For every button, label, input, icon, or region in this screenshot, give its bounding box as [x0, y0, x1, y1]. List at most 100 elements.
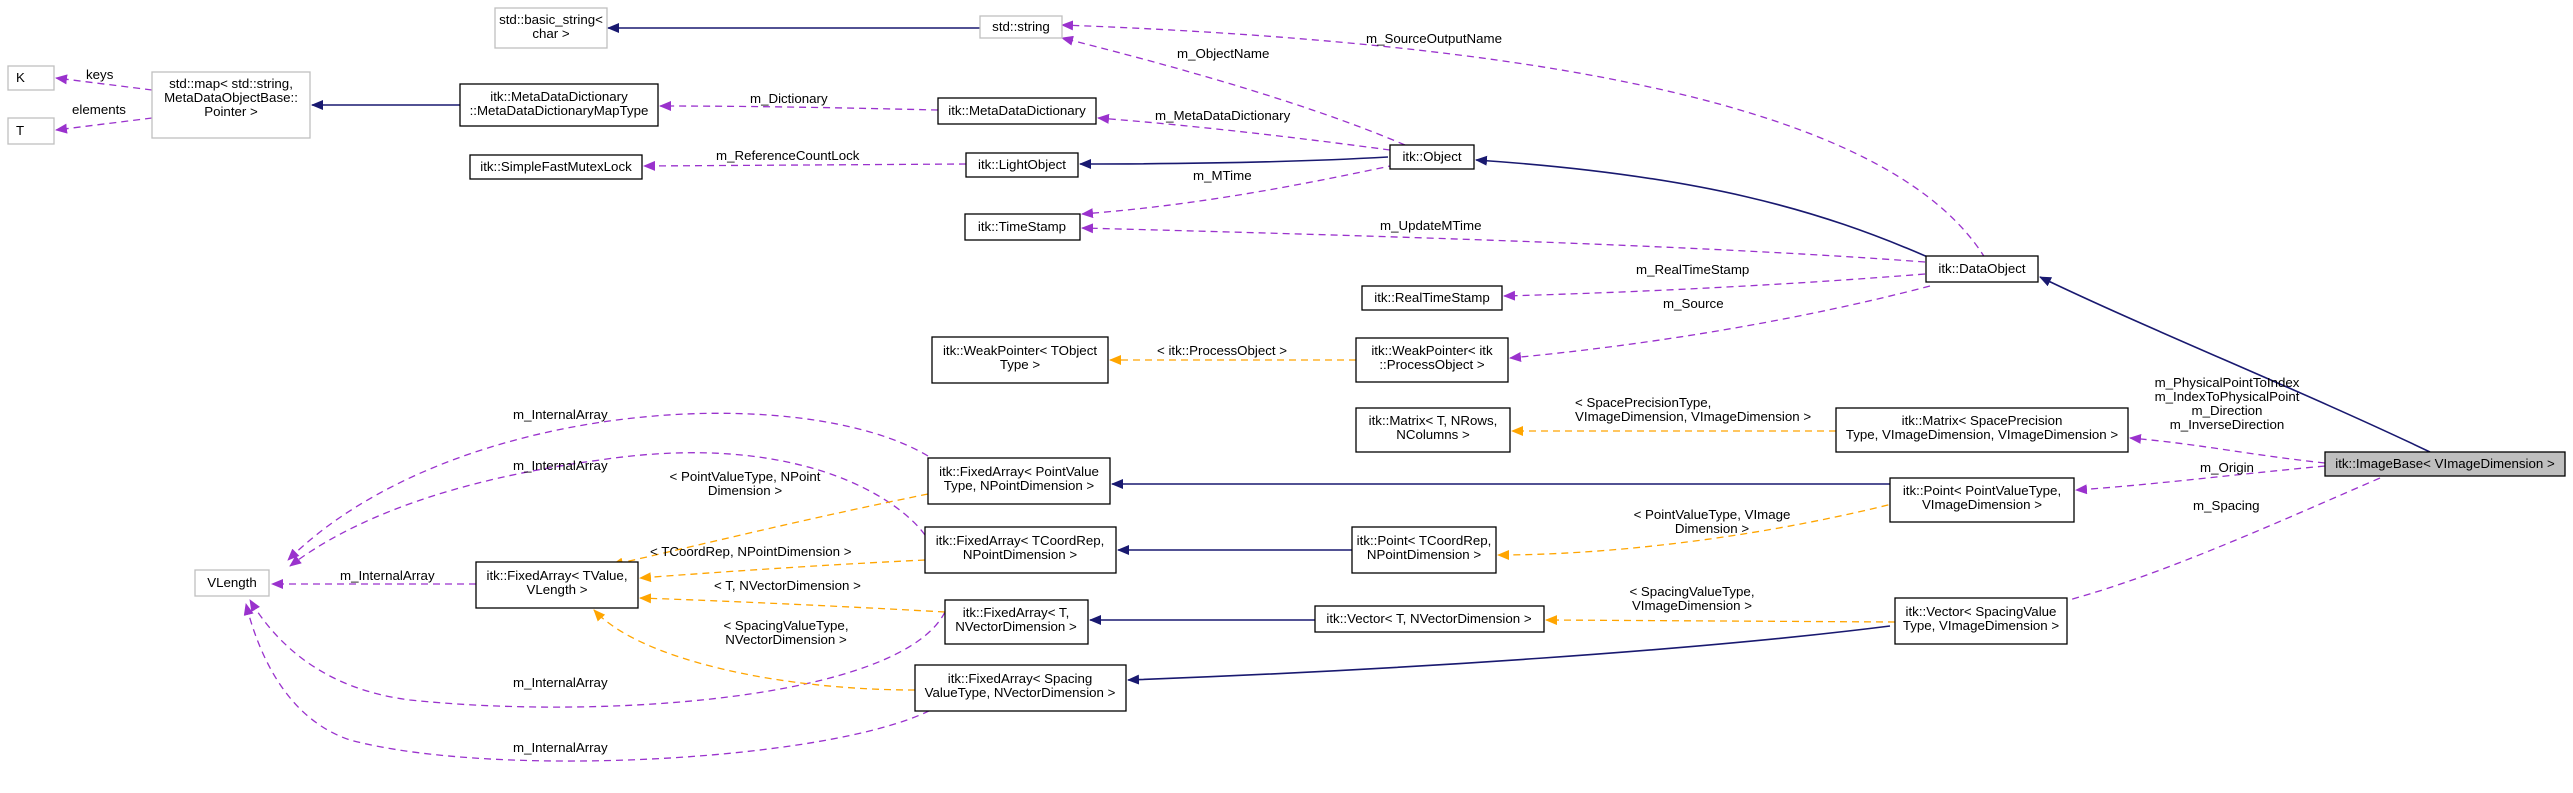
text-line: m_MTime: [1193, 168, 1252, 183]
use-fa-t-vlength: [249, 599, 946, 708]
use-imagebase-matrix: [2129, 433, 2326, 464]
label-process-object-tpl: < itk::ProcessObject >: [1157, 343, 1287, 358]
text-line: ::MetaDataDictionaryMapType: [470, 103, 649, 118]
text-line: NVectorDimension >: [725, 632, 847, 647]
text-line: std::basic_string<: [499, 12, 603, 27]
svg-text:itk::Matrix< SpacePrecisionTyp: itk::Matrix< SpacePrecisionType, VImageD…: [1846, 413, 2119, 442]
use-dataobject-realtimestamp: [1503, 273, 1926, 301]
svg-text:itk::SimpleFastMutexLock: itk::SimpleFastMutexLock: [480, 159, 632, 174]
text-line: itk::FixedArray< TCoordRep,: [936, 533, 1105, 548]
node-std-string[interactable]: std::string: [979, 15, 1063, 39]
text-line: itk::MetaDataDictionary: [948, 103, 1086, 118]
node-t[interactable]: T: [7, 117, 55, 145]
text-line: Dimension >: [1675, 521, 1750, 536]
text-line: < SpacingValueType,: [1629, 584, 1754, 599]
svg-text:itk::Vector< T, NVectorDimensi: itk::Vector< T, NVectorDimension >: [1326, 611, 1531, 626]
text-line: itk::Matrix< SpacePrecision: [1902, 413, 2063, 428]
tpl-vector: [1545, 615, 1896, 626]
text-line: itk::LightObject: [978, 157, 1066, 172]
label-internal-array-5: m_InternalArray: [513, 740, 608, 755]
text-line: < PointValueType, VImage: [1634, 507, 1791, 522]
node-vlength[interactable]: VLength: [194, 569, 270, 597]
svg-text:itk::Point< PointValueType,VIm: itk::Point< PointValueType,VImageDimensi…: [1903, 483, 2061, 512]
node-fixedarray-t[interactable]: itk::FixedArray< T,NVectorDimension >: [944, 599, 1089, 645]
node-timestamp[interactable]: itk::TimeStamp: [964, 213, 1081, 241]
svg-text:itk::FixedArray< PointValueTyp: itk::FixedArray< PointValueType, NPointD…: [939, 464, 1099, 493]
text-line: m_IndexToPhysicalPoint: [2155, 389, 2300, 404]
text-line: itk::TimeStamp: [978, 219, 1066, 234]
text-line: m_Direction: [2192, 403, 2263, 418]
node-point-template[interactable]: itk::Point< TCoordRep,NPointDimension >: [1351, 526, 1497, 574]
node-std-basic-string[interactable]: std::basic_string<char >: [494, 7, 608, 49]
node-imagebase[interactable]: itk::ImageBase< VImageDimension >: [2324, 451, 2566, 477]
text-line: < itk::ProcessObject >: [1157, 343, 1287, 358]
text-line: Pointer >: [204, 104, 258, 119]
text-line: itk::Point< PointValueType,: [1903, 483, 2061, 498]
text-line: m_UpdateMTime: [1380, 218, 1481, 233]
node-vector-template[interactable]: itk::Vector< T, NVectorDimension >: [1314, 605, 1545, 633]
node-metadatadictionary-maptype[interactable]: itk::MetaDataDictionary::MetaDataDiction…: [459, 83, 659, 127]
svg-text:itk::DataObject: itk::DataObject: [1938, 261, 2026, 276]
inherit-imagebase-dataobject: [2039, 276, 2431, 453]
use-fa-pv-vlength: [287, 412, 929, 561]
label-mtime: m_MTime: [1193, 168, 1252, 183]
node-realtimestamp[interactable]: itk::RealTimeStamp: [1361, 285, 1503, 311]
text-line: m_MetaDataDictionary: [1155, 108, 1291, 123]
text-line: VImageDimension, VImageDimension >: [1575, 409, 1811, 424]
text-line: VImageDimension >: [1922, 497, 2042, 512]
text-line: Type, NPointDimension >: [944, 478, 1095, 493]
svg-text:itk::RealTimeStamp: itk::RealTimeStamp: [1374, 290, 1490, 305]
text-line: itk::MetaDataDictionary: [490, 89, 628, 104]
node-fixedarray-tvalue[interactable]: itk::FixedArray< TValue,VLength >: [475, 561, 639, 609]
label-internal-array-4: m_InternalArray: [513, 675, 608, 690]
use-imagebase-point: [2075, 465, 2326, 495]
node-object[interactable]: itk::Object: [1389, 144, 1475, 170]
svg-text:std::string: std::string: [992, 19, 1050, 34]
text-line: < SpacingValueType,: [723, 618, 848, 633]
node-k[interactable]: K: [7, 65, 55, 91]
text-line: m_Dictionary: [750, 91, 828, 106]
tpl-fa-t: [639, 593, 946, 613]
use-dataobject-string: [1061, 20, 1986, 259]
text-line: itk::Point< TCoordRep,: [1357, 533, 1492, 548]
text-line: std::string: [992, 19, 1050, 34]
text-line: MetaDataObjectBase::: [164, 90, 298, 105]
inherit-object-lightobject: [1079, 156, 1389, 169]
node-lightobject[interactable]: itk::LightObject: [965, 152, 1079, 178]
label-source-output-name: m_SourceOutputName: [1366, 31, 1502, 46]
node-point-instance[interactable]: itk::Point< PointValueType,VImageDimensi…: [1889, 477, 2075, 523]
svg-text:std::map< std::string,MetaData: std::map< std::string,MetaDataObjectBase…: [164, 76, 298, 119]
node-simplefastmutexlock[interactable]: itk::SimpleFastMutexLock: [469, 154, 643, 180]
text-line: VLength: [207, 575, 257, 590]
text-line: VLength >: [527, 582, 588, 597]
text-line: itk::FixedArray< PointValue: [939, 464, 1099, 479]
text-line: m_PhysicalPointToIndex: [2155, 375, 2300, 390]
node-std-map[interactable]: std::map< std::string,MetaDataObjectBase…: [151, 71, 311, 139]
node-fixedarray-tcoordrep[interactable]: itk::FixedArray< TCoordRep,NPointDimensi…: [924, 526, 1117, 574]
text-line: < TCoordRep, NPointDimension >: [650, 544, 852, 559]
node-weakpointer-processobject[interactable]: itk::WeakPointer< itk::ProcessObject >: [1355, 337, 1509, 383]
use-lightobject-mutex: [643, 160, 967, 171]
svg-text:itk::FixedArray< T,NVectorDime: itk::FixedArray< T,NVectorDimension >: [955, 605, 1077, 634]
use-imagebase-vector: [2049, 477, 2381, 608]
label-internal-array-1: m_InternalArray: [513, 407, 608, 422]
label-space-precision-tpl: < SpacePrecisionType,VImageDimension, VI…: [1575, 395, 1811, 424]
label-source: m_Source: [1663, 296, 1724, 311]
node-metadatadictionary[interactable]: itk::MetaDataDictionary: [937, 97, 1097, 125]
use-mdd-maptype: [659, 101, 939, 112]
svg-text:VLength: VLength: [207, 575, 257, 590]
node-matrix-template[interactable]: itk::Matrix< T, NRows,NColumns >: [1355, 407, 1511, 453]
text-line: itk::ImageBase< VImageDimension >: [2335, 456, 2555, 471]
svg-text:T: T: [16, 123, 24, 138]
label-dictionary: m_Dictionary: [750, 91, 828, 106]
label-origin: m_Origin: [2200, 460, 2254, 475]
node-dataobject[interactable]: itk::DataObject: [1925, 255, 2039, 283]
